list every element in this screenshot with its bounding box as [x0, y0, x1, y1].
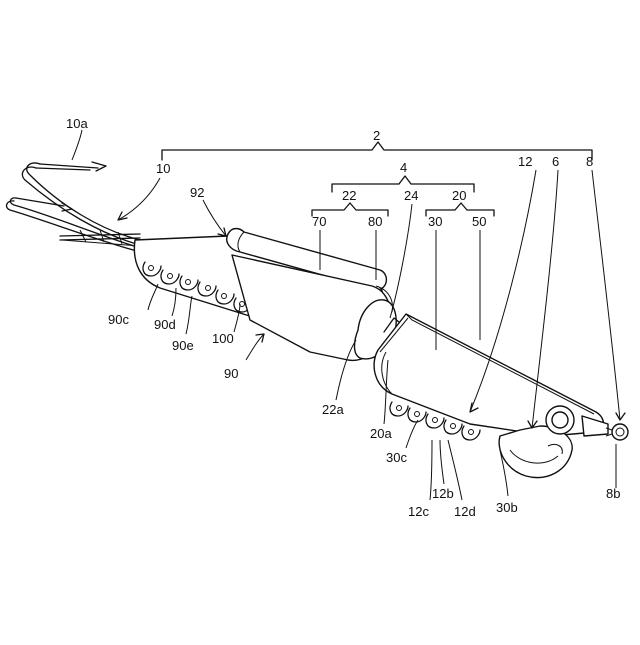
label-20a: 20a — [370, 426, 392, 441]
label-10: 10 — [156, 161, 170, 176]
label-12d: 12d — [454, 504, 476, 519]
label-30: 30 — [428, 214, 442, 229]
label-30c: 30c — [386, 450, 407, 465]
label-92: 92 — [190, 185, 204, 200]
line-eye-8b — [606, 424, 628, 440]
label-2: 2 — [373, 128, 380, 143]
hook-assembly — [7, 162, 140, 252]
label-20: 20 — [452, 188, 466, 203]
label-6: 6 — [552, 154, 559, 169]
label-24: 24 — [404, 188, 418, 203]
label-22: 22 — [342, 188, 356, 203]
label-8: 8 — [586, 154, 593, 169]
label-12: 12 — [518, 154, 532, 169]
label-30b: 30b — [496, 500, 518, 515]
label-100: 100 — [212, 331, 234, 346]
label-80: 80 — [368, 214, 382, 229]
label-90e: 90e — [172, 338, 194, 353]
label-90: 90 — [224, 366, 238, 381]
label-12b: 12b — [432, 486, 454, 501]
label-10a: 10a — [66, 116, 88, 131]
label-90c: 90c — [108, 312, 129, 327]
label-90d: 90d — [154, 317, 176, 332]
label-8b: 8b — [606, 486, 620, 501]
label-12c: 12c — [408, 504, 429, 519]
label-50: 50 — [472, 214, 486, 229]
label-22a: 22a — [322, 402, 344, 417]
label-4: 4 — [400, 160, 407, 175]
label-70: 70 — [312, 214, 326, 229]
